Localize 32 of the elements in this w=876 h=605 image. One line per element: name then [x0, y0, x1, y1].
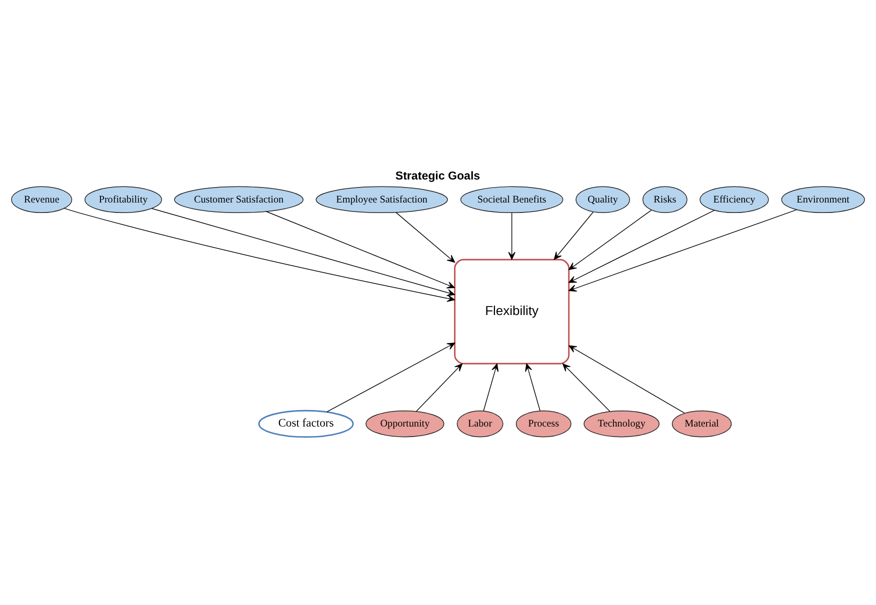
diagram-title: Strategic Goals: [395, 170, 480, 182]
arrow: [568, 210, 715, 283]
arrow: [508, 212, 516, 260]
arrow: [568, 345, 686, 414]
node-ellipse: Profitability: [84, 186, 162, 214]
arrow: [525, 363, 540, 412]
node-ellipse: Material: [672, 410, 732, 438]
arrow: [568, 209, 798, 292]
arrow: [64, 208, 455, 302]
node-ellipse: Customer Satisfaction: [174, 186, 304, 214]
arrow: [326, 342, 456, 412]
node-ellipse: Efficiency: [700, 186, 769, 214]
node-ellipse: Environment: [781, 186, 865, 214]
node-ellipse: Technology: [584, 410, 660, 438]
arrow: [568, 210, 652, 270]
node-ellipse: Opportunity: [366, 410, 444, 438]
node-ellipse: Quality: [576, 186, 630, 214]
arrow: [416, 363, 462, 412]
node-ellipse: Cost factors: [258, 410, 354, 438]
node-ellipse: Revenue: [11, 186, 72, 214]
node-ellipse: Employee Satisfaction: [316, 186, 448, 214]
arrow: [396, 212, 456, 263]
node-ellipse: Process: [516, 410, 572, 438]
node-ellipse: Labor: [456, 410, 504, 438]
arrow: [562, 363, 610, 412]
node-ellipse: Risks: [642, 186, 688, 214]
arrow: [483, 363, 499, 412]
arrow: [151, 208, 455, 296]
node-ellipse: Societal Benefits: [460, 186, 564, 214]
arrow: [266, 211, 455, 288]
node-box: Flexibility: [454, 258, 570, 364]
arrow: [554, 212, 594, 260]
